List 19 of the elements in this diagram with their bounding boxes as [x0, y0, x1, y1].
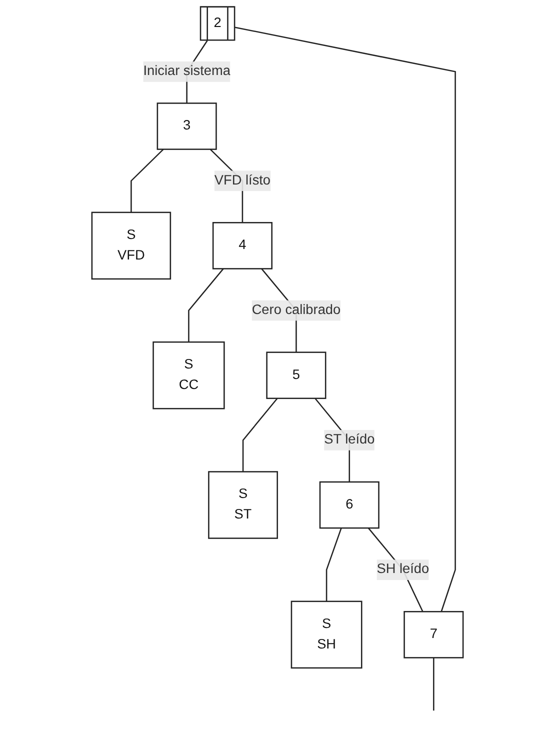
node-box: 4 [212, 222, 272, 270]
node-box: 3 [156, 102, 217, 150]
node-box: 5 [266, 352, 326, 399]
edge-label: VFD lísto [214, 173, 271, 188]
connector [242, 398, 278, 472]
edge-label: Iniciar sistema [143, 64, 230, 78]
node-box: S ST [208, 471, 278, 539]
node-box: S VFD [91, 212, 172, 280]
node-box: 6 [319, 481, 380, 529]
node-box: 7 [404, 611, 464, 658]
edge-label: ST leído [324, 432, 375, 447]
edge-label: SH leído [376, 562, 430, 577]
edge-label: Cero calibrado [252, 302, 341, 318]
connector [130, 148, 164, 212]
node-box: S CC [152, 341, 225, 410]
connector [433, 658, 434, 711]
node-box: S SH [290, 600, 362, 669]
connector [188, 268, 224, 342]
connector [326, 528, 342, 602]
